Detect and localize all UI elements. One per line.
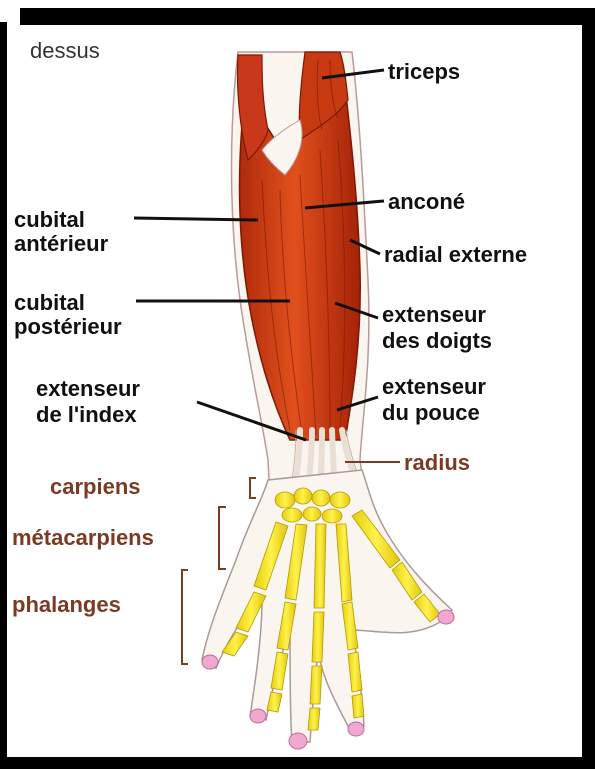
label-carpiens: carpiens — [50, 474, 141, 499]
label-ancone: anconé — [388, 189, 465, 214]
label-triceps: triceps — [388, 59, 460, 84]
label-cubital-posterieur-line2: postérieur — [14, 314, 122, 339]
label-extenseur-pouce-line1: extenseur — [382, 374, 486, 399]
leader-cubital-anterieur — [134, 218, 258, 220]
label-cubital-posterieur-line1: cubital — [14, 290, 85, 315]
label-phalanges: phalanges — [12, 592, 121, 617]
label-extenseur-index-line2: de l'index — [36, 402, 137, 427]
frame-left-bar — [0, 22, 7, 769]
label-cubital-anterieur-line2: antérieur — [14, 231, 109, 256]
label-extenseur-pouce-line2: du pouce — [382, 400, 480, 425]
frame-right-bar — [582, 8, 595, 769]
view-label: dessus — [30, 38, 100, 63]
frame-bottom-bar — [0, 757, 595, 769]
label-metacarpiens: métacarpiens — [12, 525, 154, 550]
label-radius: radius — [404, 450, 470, 475]
frame-top-bar — [20, 8, 595, 25]
label-extenseur-index-line1: extenseur — [36, 376, 140, 401]
label-cubital-anterieur-line1: cubital — [14, 207, 85, 232]
label-extenseur-doigts-line1: extenseur — [382, 302, 486, 327]
label-radial-externe: radial externe — [384, 242, 527, 267]
label-extenseur-doigts-line2: des doigts — [382, 328, 492, 353]
